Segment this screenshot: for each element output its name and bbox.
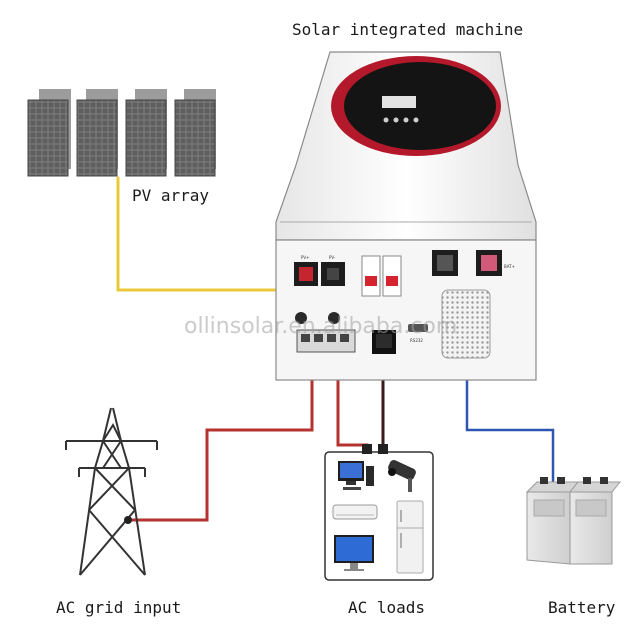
- battery-terminals: BAT+: [432, 250, 515, 276]
- battery-label: Battery: [548, 598, 616, 617]
- breakers: [361, 255, 402, 297]
- plug-icon: [362, 444, 372, 454]
- grid-connection-node: [124, 516, 132, 524]
- plug-icon: [378, 444, 388, 454]
- ac-output-socket: [372, 330, 396, 354]
- refrigerator-icon: [396, 500, 424, 574]
- display-button: [393, 117, 399, 123]
- solar-integrated-machine: PV+ PV- BAT+: [275, 51, 537, 381]
- ac-input-terminal: [296, 329, 356, 353]
- pv-array: [27, 89, 216, 177]
- pv-wire: [116, 176, 304, 292]
- display-button: [383, 117, 389, 123]
- solar-panel-icon: [125, 89, 167, 177]
- pv-terminals: PV+ PV-: [294, 255, 345, 286]
- air-conditioner-icon: [332, 504, 378, 520]
- pv-minus-label: PV-: [329, 255, 336, 260]
- transmission-tower-icon: [65, 407, 158, 576]
- bat-plus-label: BAT+: [504, 264, 515, 269]
- connector-port: [328, 312, 340, 324]
- connector-port: [295, 312, 307, 324]
- security-camera-icon: [388, 459, 416, 492]
- battery-icon: [525, 477, 622, 565]
- solar-panel-icon: [76, 89, 118, 177]
- watermark: ollinsolar.en.alibaba.com: [184, 314, 458, 339]
- fan-vent: [441, 289, 491, 359]
- desktop-pc-icon: [338, 461, 374, 490]
- rs232-port: RS232: [408, 324, 428, 343]
- solar-panel-icon: [27, 89, 71, 177]
- ac-grid-input-label: AC grid input: [56, 598, 182, 617]
- pv-plus-label: PV+: [301, 255, 310, 260]
- solar-panel-icon: [174, 89, 216, 177]
- display-button: [413, 117, 419, 123]
- rs232-label: RS232: [410, 338, 423, 343]
- diagram-title: Solar integrated machine: [292, 20, 524, 39]
- monitor-icon: [334, 535, 374, 571]
- display-panel: [331, 56, 501, 156]
- grid-wire: [128, 352, 314, 522]
- ac-loads-label: AC loads: [348, 598, 426, 617]
- ac-loads-box: [324, 444, 434, 581]
- display-button: [403, 117, 409, 123]
- pv-array-label: PV array: [132, 186, 210, 205]
